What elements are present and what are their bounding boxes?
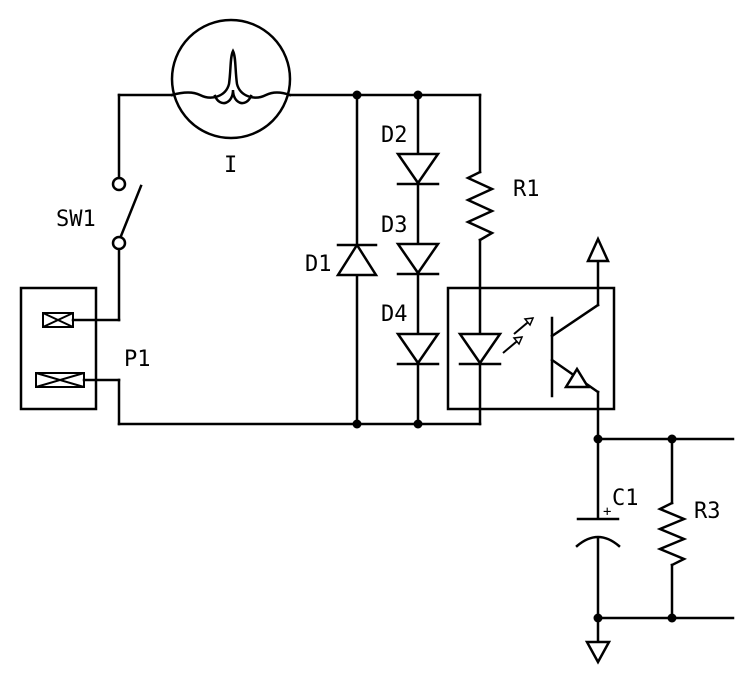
diode-d3: D3: [381, 213, 441, 276]
junction-dot: [593, 613, 603, 623]
resistor-r3: R3: [656, 499, 721, 567]
c1-label: C1: [612, 486, 639, 511]
r3-label: R3: [694, 499, 721, 524]
d1-label: D1: [305, 252, 332, 277]
junction-dot: [667, 613, 677, 623]
diode-d4: D4: [381, 302, 441, 366]
connector-p1: P1: [19, 286, 151, 411]
junction-dot: [593, 434, 603, 444]
switch-label: SW1: [56, 207, 96, 232]
d2-label: D2: [381, 123, 408, 148]
d3-label: D3: [381, 213, 408, 238]
junctions: [352, 90, 677, 623]
optocoupler: [446, 286, 616, 411]
diode-d1: D1: [305, 242, 379, 277]
r1-label: R1: [513, 177, 540, 202]
resistor-r1: R1: [464, 170, 540, 242]
connector-label: P1: [124, 347, 151, 372]
switch-sw1: SW1: [56, 176, 143, 251]
capacitor-c1: + C1: [575, 486, 639, 548]
c1-polarity: +: [603, 504, 611, 520]
wires: [71, 93, 735, 642]
lamp-i: I: [170, 18, 292, 178]
lamp-label: I: [224, 153, 237, 178]
output-arrow: [586, 235, 610, 263]
ground-symbol: [584, 640, 612, 665]
diode-d2: D2: [381, 123, 441, 186]
junction-dot: [352, 419, 362, 429]
d4-label: D4: [381, 302, 408, 327]
junction-dot: [413, 419, 423, 429]
junction-dot: [352, 90, 362, 100]
junction-dot: [413, 90, 423, 100]
junction-dot: [667, 434, 677, 444]
